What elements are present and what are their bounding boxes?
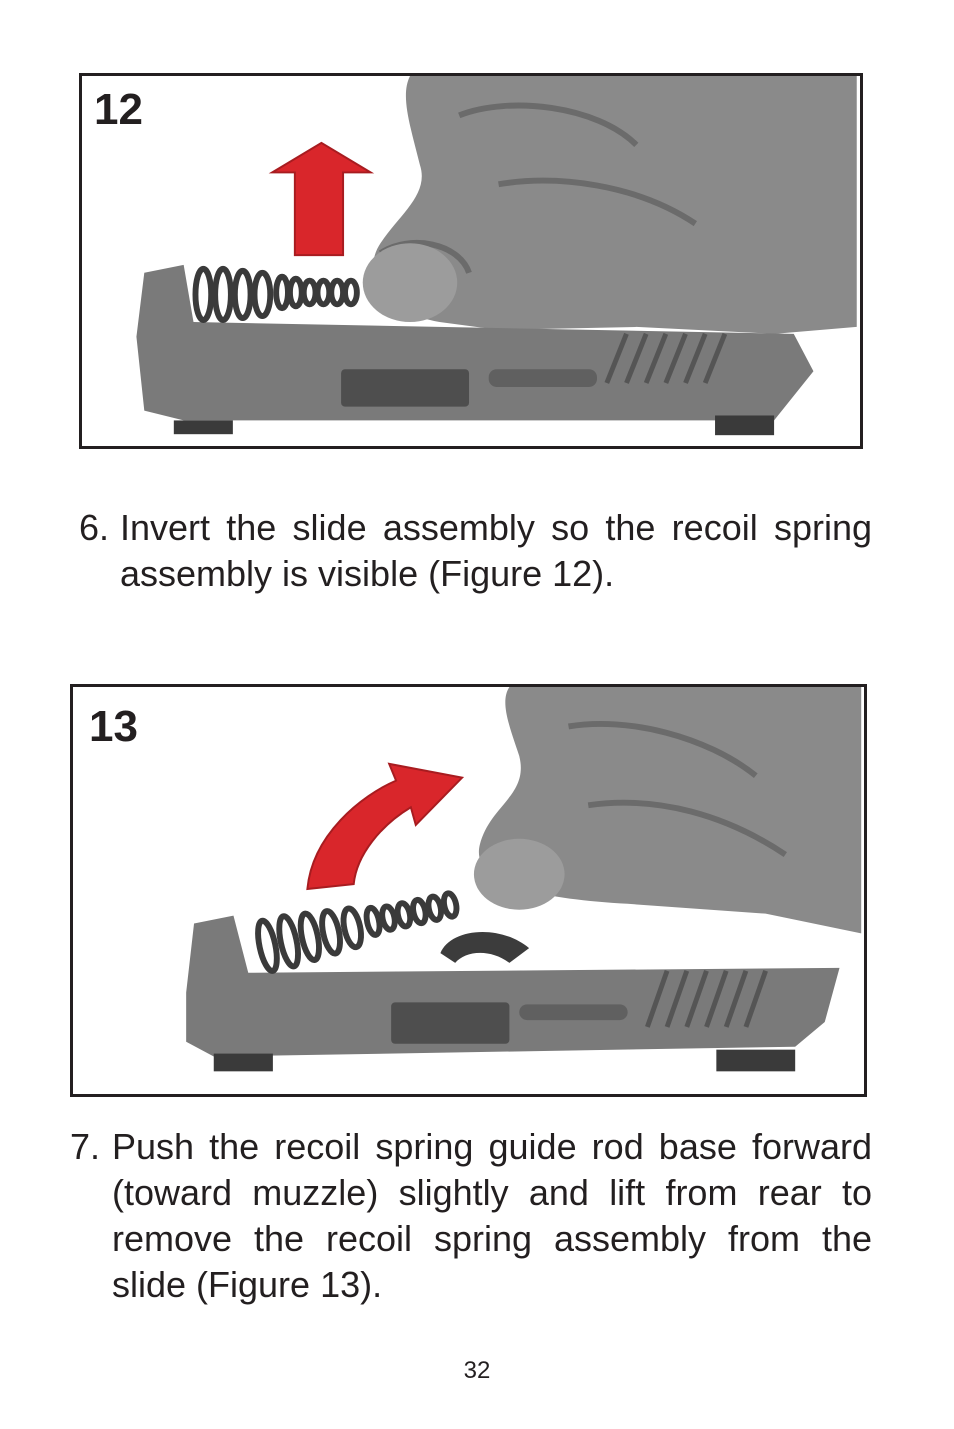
step-6: 6. Invert the slide assembly so the reco… xyxy=(79,505,872,597)
curved-arrow-icon xyxy=(306,762,465,891)
figure-13: 13 xyxy=(70,684,867,1097)
recoil-spring xyxy=(255,890,460,974)
figure-13-illustration xyxy=(186,687,862,1072)
step-text: Push the recoil spring guide rod base fo… xyxy=(112,1126,872,1305)
hand xyxy=(373,76,857,334)
figure-number: 12 xyxy=(94,85,143,134)
thumb xyxy=(473,838,565,910)
step-number: 7. xyxy=(70,1126,101,1167)
step-7: 7. Push the recoil spring guide rod base… xyxy=(70,1124,872,1308)
recoil-spring xyxy=(192,265,360,323)
figure-number: 13 xyxy=(89,702,138,751)
slide xyxy=(186,915,840,1057)
step-text: Invert the slide assembly so the recoil … xyxy=(120,507,872,594)
hand xyxy=(478,687,862,934)
figure-12-illustration xyxy=(136,76,857,436)
step-number: 6. xyxy=(79,507,110,548)
page-number: 32 xyxy=(463,1357,491,1384)
up-arrow-icon xyxy=(268,141,375,257)
thumb xyxy=(362,243,458,323)
figure-12: 12 xyxy=(79,73,863,449)
